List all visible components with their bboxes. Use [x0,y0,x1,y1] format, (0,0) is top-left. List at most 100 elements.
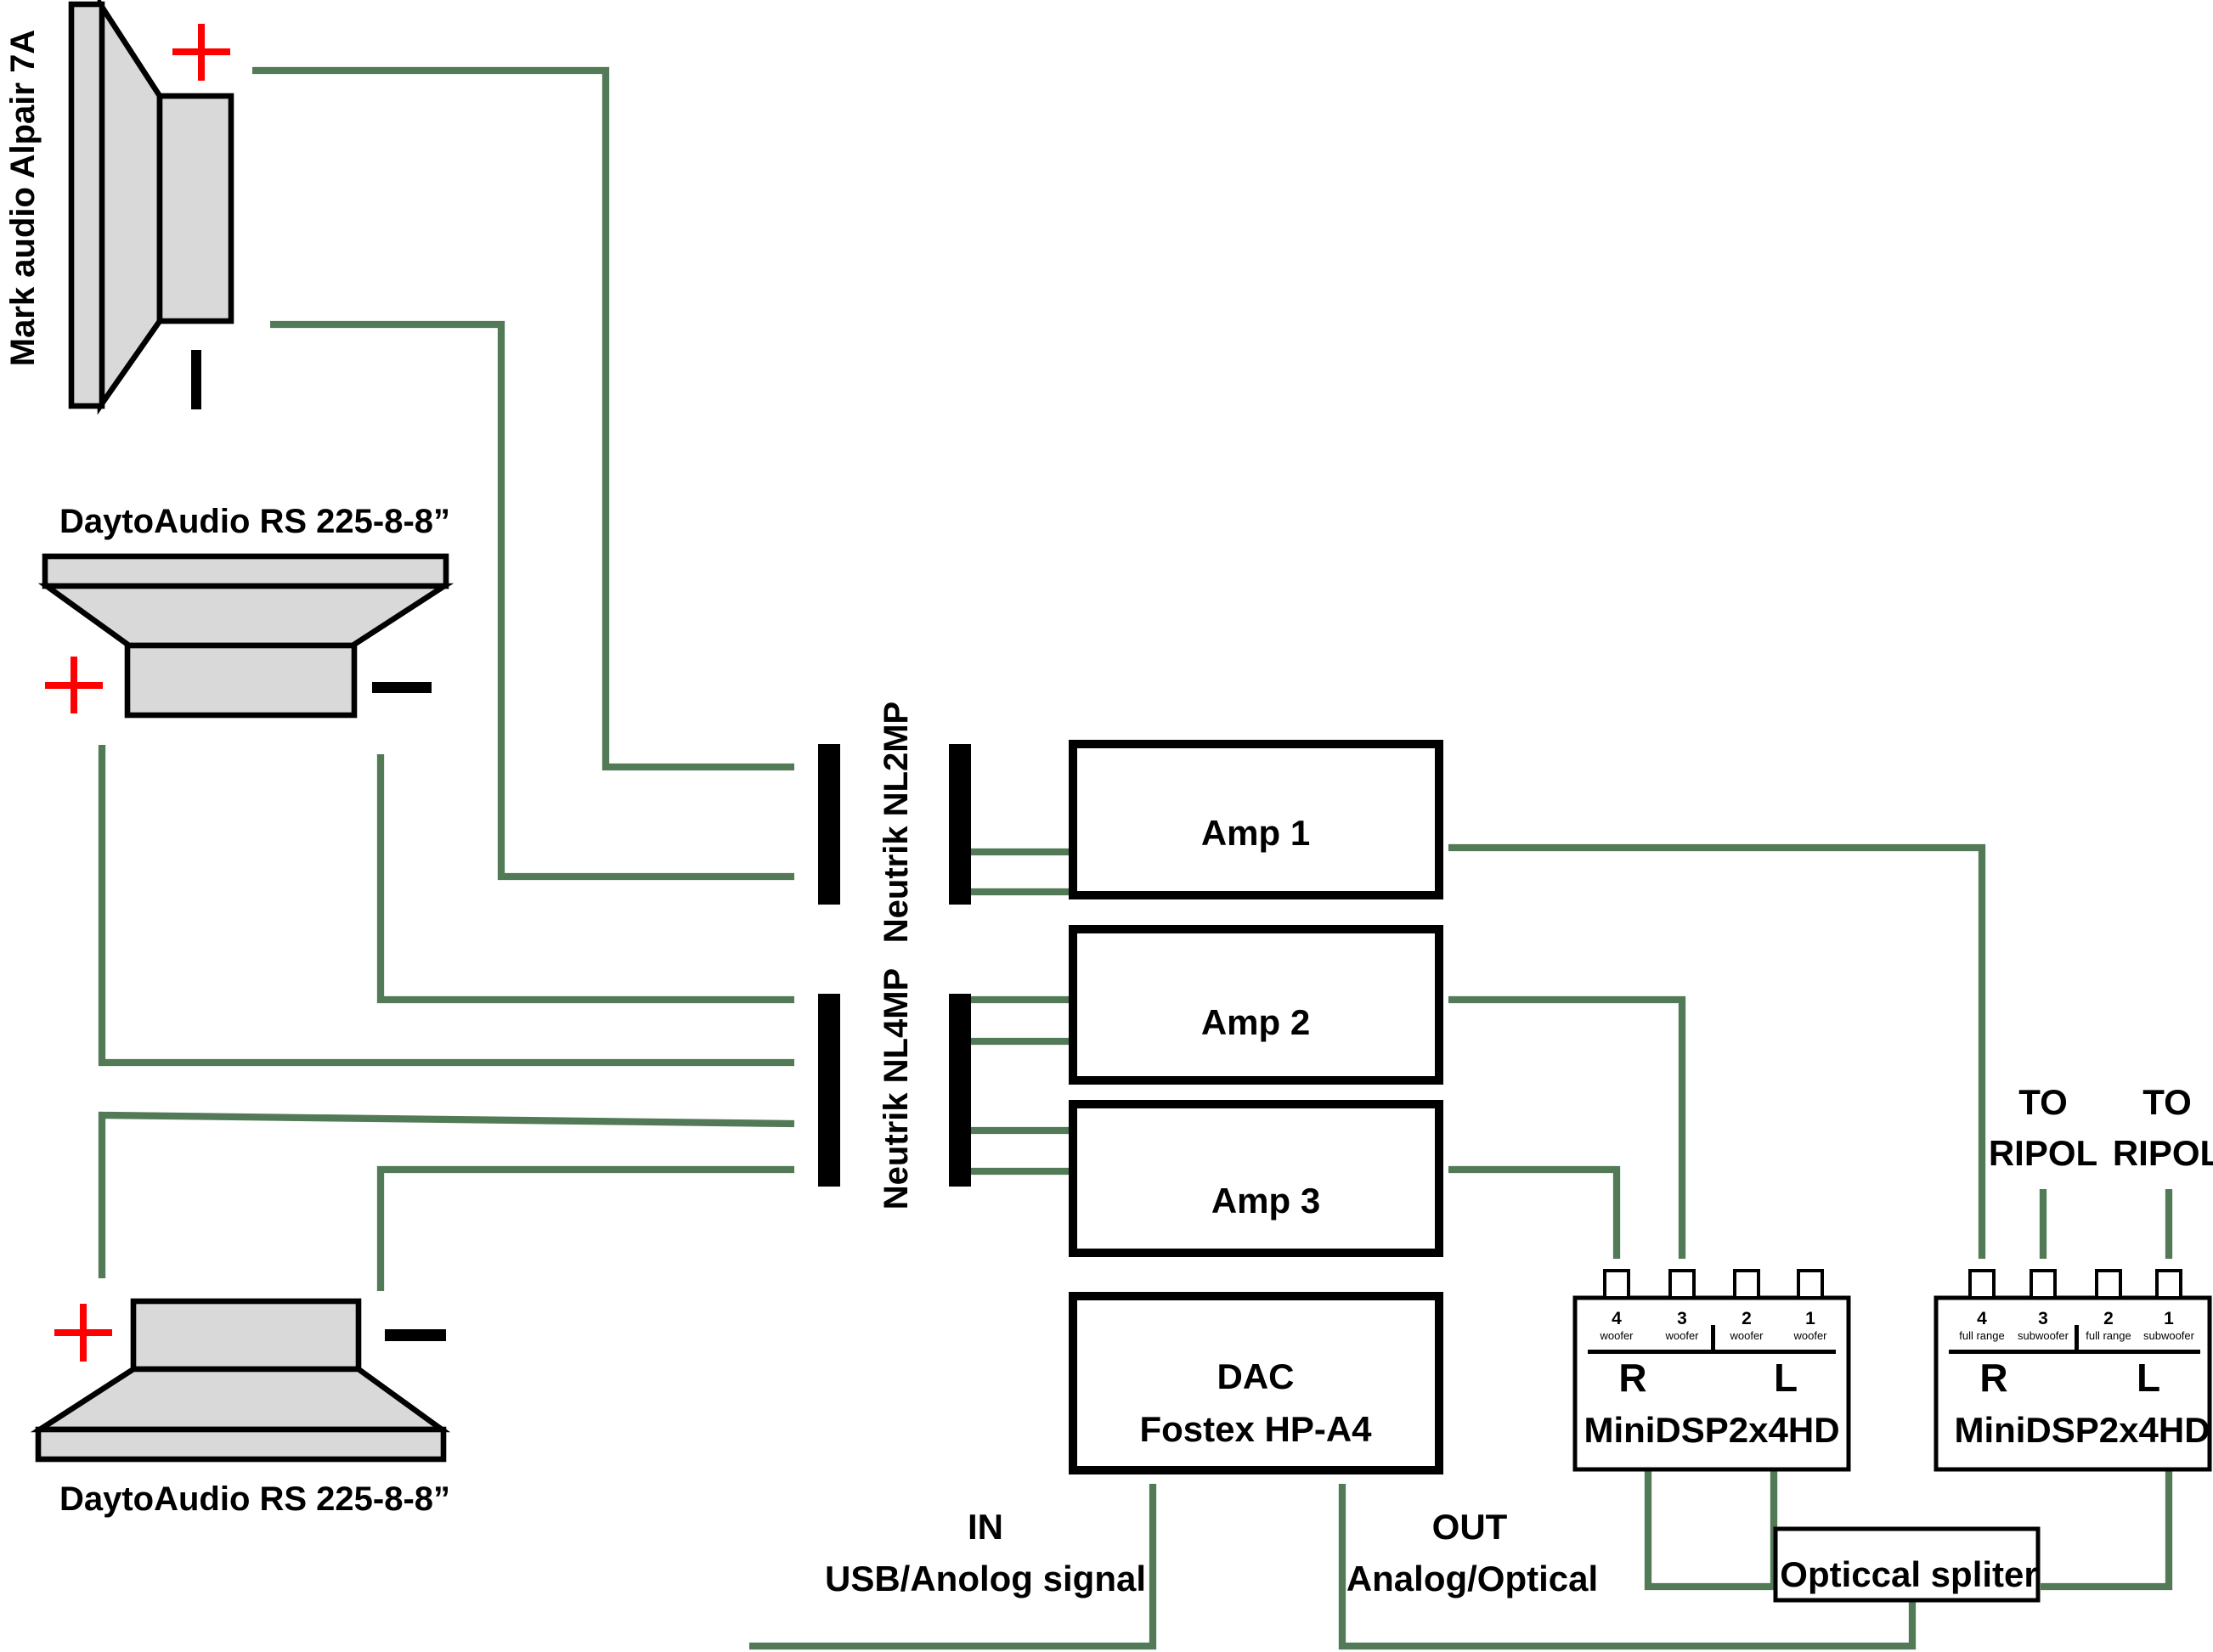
nl2mp-right-plate [949,744,971,905]
minidsp-2-port-2-num: 2 [2103,1309,2114,1328]
amp-2: Amp 2 [1069,925,1443,1085]
wire-splitter-to-dsp2 [2041,1469,2173,1591]
minidsp-2-port-1-type: subwoofer [2143,1329,2195,1342]
dayton-middle-cone [37,583,454,649]
alpair-cone [97,0,163,415]
ripol-1-line1: TO [2018,1082,2068,1122]
minidsp-1-name: MiniDSP2x4HD [1584,1410,1839,1450]
optical-splitter-box [1773,1526,2041,1603]
minidsp-2-port-4-num: 4 [1977,1309,1987,1328]
amp-2-box [1069,925,1443,1085]
input-subtitle: USB/Anolog signal [825,1559,1146,1598]
minidsp-1-right: R [1618,1356,1646,1400]
minidsp-2-port-3 [2030,1269,2057,1300]
dac-box [1069,1292,1443,1474]
nl4mp-left-plate [818,994,840,1187]
minidsp-2-channel-divider [2075,1325,2079,1354]
minidsp-1-port-4-type: woofer [1599,1329,1634,1342]
minidsp-1-port-1-type: woofer [1792,1329,1827,1342]
amp-1-label: Amp 1 [1201,813,1310,853]
dayton-middle-plus-terminal [45,657,103,713]
minidsp-2-port-2 [2095,1269,2122,1300]
alpair-plus-terminal [172,24,230,81]
wire-alpair-plus-to-nl2mp [252,66,794,771]
output-subtitle: Analog/Optical [1346,1559,1598,1598]
minidsp-2-right: R [1979,1356,2007,1400]
io-labels: IN USB/Anolog signal OUT Analog/Optical [825,1507,1598,1598]
alpair-minus-terminal [191,350,201,409]
wire-amp1-to-dsp2-port4 [1448,843,1986,1259]
ripol-2-line1: TO [2142,1082,2192,1122]
wire-dayton2-minus-to-nl4mp [376,1165,794,1291]
wire-dayton1-plus-to-nl4mp [98,745,794,1067]
speaker-alpair-7a: Mark audio Alpair 7A [4,0,234,415]
minidsp-1-port-3 [1668,1269,1696,1300]
minidsp-1-port-4 [1603,1269,1630,1300]
minidsp-1-port-3-type: woofer [1664,1329,1699,1342]
output-title: OUT [1432,1507,1508,1547]
nl4mp-label: Neutrik NL4MP [878,968,915,1210]
wire-dac-to-splitter [1338,1484,1917,1650]
minidsp-2-port-2-type: full range [2086,1329,2131,1342]
dayton-bottom-label: DaytoAudio RS 225-8-8” [59,1480,450,1518]
nl2mp-left-plate [818,744,840,905]
minidsp-1-port-1 [1797,1269,1824,1300]
wire-input-to-dac [749,1484,1157,1650]
minidsp-1-port-4-num: 4 [1612,1309,1622,1328]
minidsp-2-left: L [2137,1356,2160,1400]
nl4mp-right-plate [949,994,971,1187]
minidsp-1-port-3-num: 3 [1677,1309,1687,1328]
optical-splitter-label: Opticcal spliter [1780,1554,2037,1594]
dayton-middle-minus-terminal [372,682,432,693]
dayton-middle-label: DaytoAudio RS 225-8-8” [59,503,450,540]
dac-model: Fostex HP-A4 [1139,1409,1372,1449]
wire-amp3-to-dsp1-port4 [1448,1165,1621,1259]
alpair-magnet [156,93,234,324]
minidsp-1-port-2-num: 2 [1742,1309,1752,1328]
ripol-1-line2: RIPOL [1989,1133,2097,1173]
minidsp-2-port-4-type: full range [1959,1329,2004,1342]
minidsp-2-port-1-num: 1 [2164,1309,2174,1328]
amp-3: Amp 3 [1069,1100,1443,1257]
ripol-2-line2: RIPOL [2113,1133,2213,1173]
dac-fostex: DAC Fostex HP-A4 [1069,1292,1443,1474]
minidsp-1-port-2-type: woofer [1729,1329,1764,1342]
dayton-bottom-flange [35,1426,447,1463]
dayton-bottom-minus-terminal [385,1329,446,1341]
dayton-bottom-plus-terminal [54,1304,112,1362]
minidsp-1: 4 3 2 1 woofer woofer woofer woofer R L … [1572,1269,1851,1472]
amp-3-box [1069,1100,1443,1257]
input-title: IN [968,1507,1003,1547]
dayton-middle-magnet [124,642,358,719]
minidsp-2-port-3-num: 3 [2038,1309,2048,1328]
minidsp-2: 4 3 2 1 full range subwoofer full range … [1934,1269,2212,1472]
minidsp-1-port-2 [1733,1269,1760,1300]
wire-dayton1-minus-to-nl4mp [376,754,794,1004]
wire-dayton2-plus-to-nl4mp [98,1111,795,1278]
minidsp-2-box [1934,1295,2212,1472]
amp-1: Amp 1 [1069,740,1443,899]
minidsp-2-port-4 [1968,1269,1996,1300]
minidsp-2-port-1 [2155,1269,2182,1300]
wires [98,66,2173,1650]
wire-alpair-minus-to-nl2mp [270,320,794,881]
connector-nl2mp: Neutrik NL2MP [818,702,971,944]
alpair-label: Mark audio Alpair 7A [4,30,42,366]
amp-2-label: Amp 2 [1201,1002,1310,1042]
minidsp-1-channel-divider [1711,1325,1715,1354]
minidsp-2-name: MiniDSP2x4HD [1954,1410,2210,1450]
nl2mp-label: Neutrik NL2MP [878,702,915,944]
speaker-dayton-middle: DaytoAudio RS 225-8-8” [37,503,454,719]
minidsp-1-port-1-num: 1 [1805,1309,1815,1328]
speaker-dayton-bottom: DaytoAudio RS 225-8-8” [30,1298,451,1518]
minidsp-1-left: L [1774,1356,1798,1400]
alpair-flange [68,1,105,409]
dac-title: DAC [1217,1356,1295,1396]
dayton-middle-flange [42,553,449,589]
amp-1-box [1069,740,1443,899]
dayton-bottom-magnet [130,1298,362,1373]
minidsp-2-port-3-type: subwoofer [2018,1329,2069,1342]
ripol-labels: TO RIPOL TO RIPOL [1989,1082,2213,1173]
connector-nl4mp: Neutrik NL4MP [818,968,971,1210]
wire-amp2-to-dsp1-port3 [1448,995,1686,1259]
